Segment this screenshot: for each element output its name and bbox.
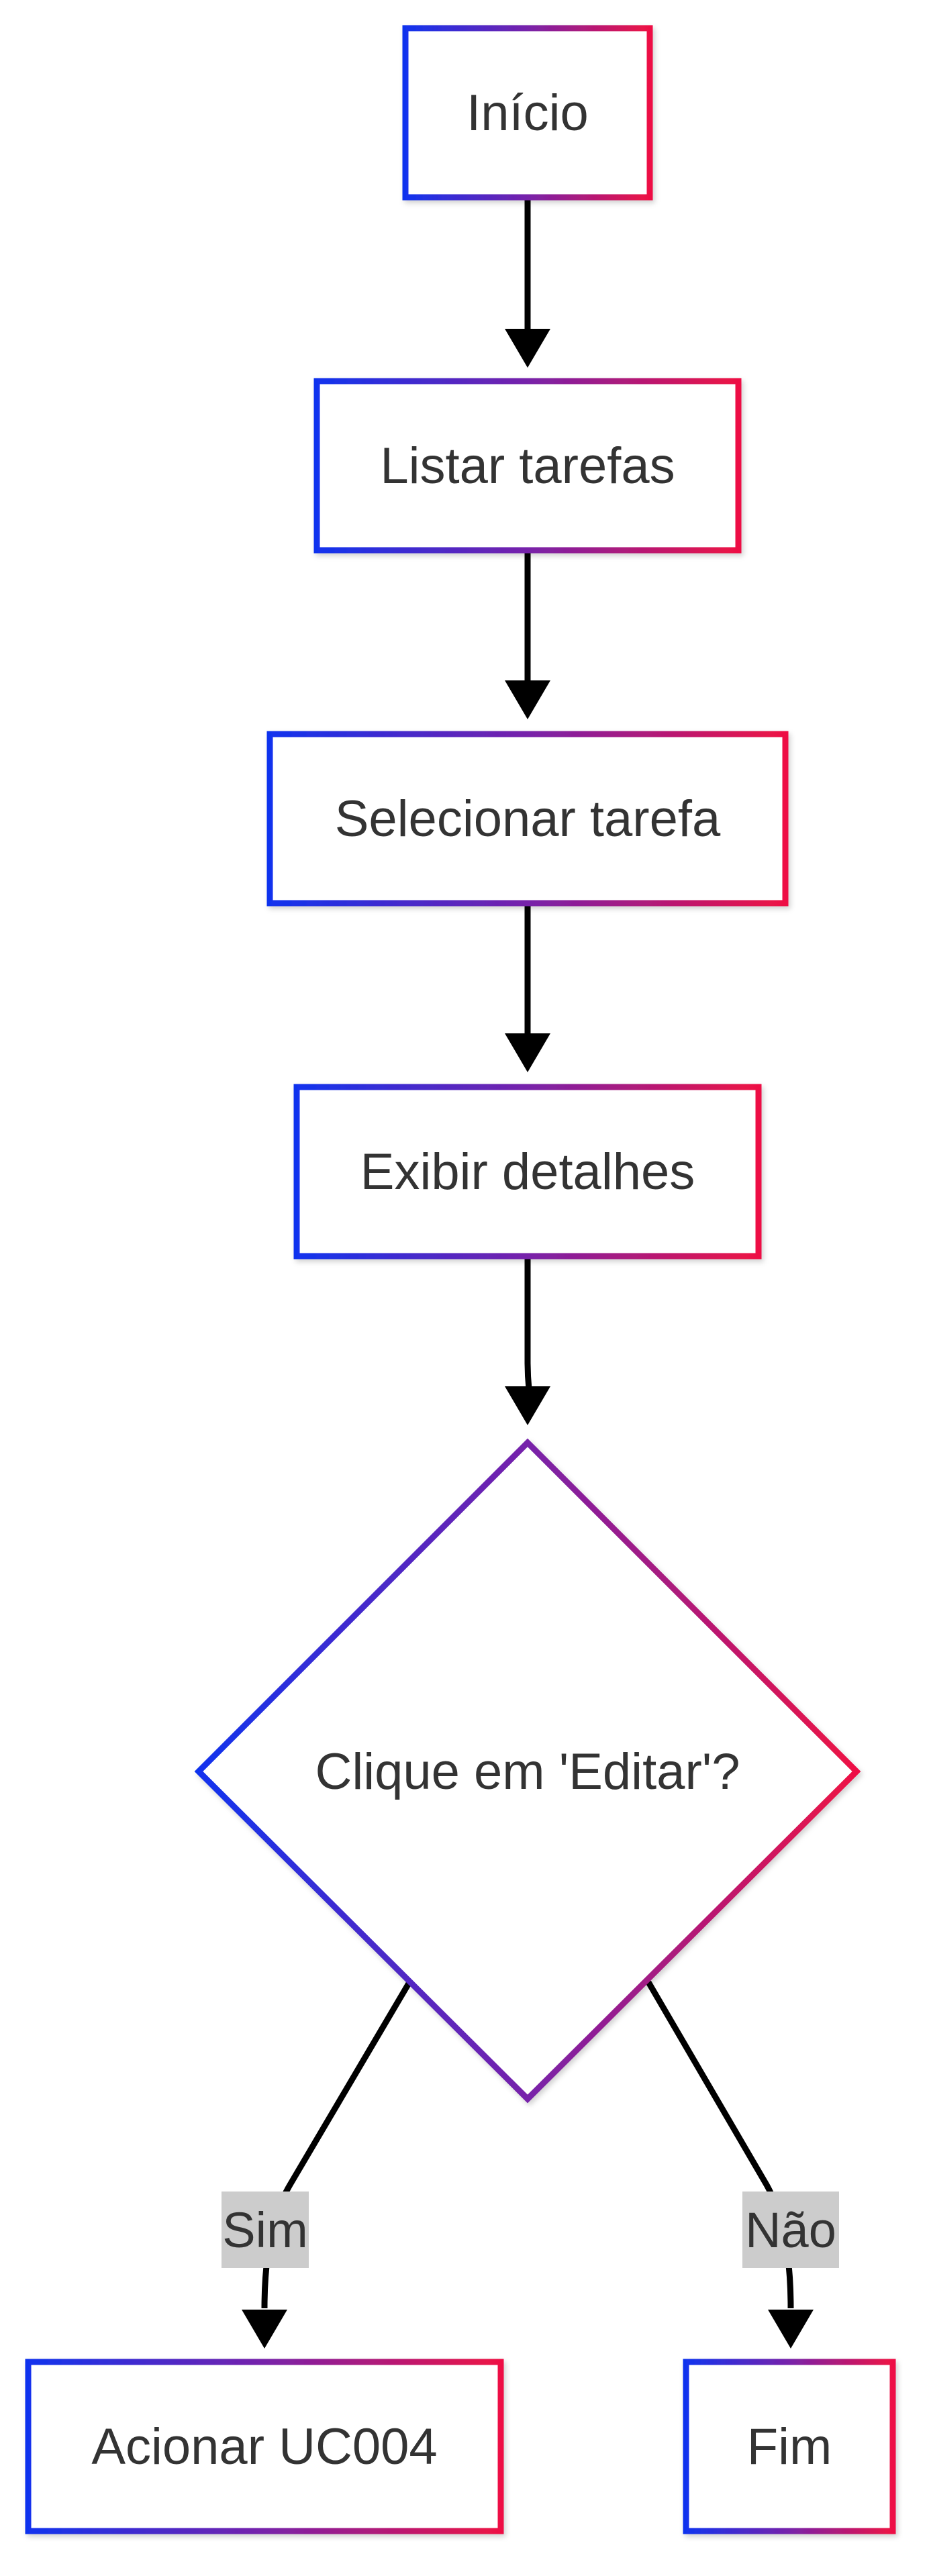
edge-exibir-decisao <box>505 1256 550 1425</box>
arrow-head <box>505 680 550 719</box>
edge-inicio-listar <box>505 197 550 368</box>
node-exibir-detalhes: Exibir detalhes <box>293 1084 762 1259</box>
node-listar-tarefas: Listar tarefas <box>313 378 742 554</box>
edge-decisao-acionar <box>242 1980 412 2349</box>
arrow-head <box>505 1386 550 1425</box>
arrow-head <box>505 1033 550 1072</box>
node-inicio-label: Início <box>467 85 589 142</box>
node-listar-tarefas-label: Listar tarefas <box>380 437 675 495</box>
node-decisao-editar-label: Clique em 'Editar'? <box>315 1743 740 1800</box>
node-selecionar-tarefa: Selecionar tarefa <box>266 731 789 907</box>
edge-listar-selecionar <box>505 550 550 719</box>
node-fim: Fim <box>683 2359 896 2534</box>
edge-label-sim-text: Sim <box>222 2202 307 2258</box>
node-inicio: Início <box>402 25 653 201</box>
node-decisao-editar: Clique em 'Editar'? <box>194 1438 861 2104</box>
node-acionar-uc004: Acionar UC004 <box>25 2359 504 2534</box>
edge-labels-layer: Sim Não <box>222 2192 839 2268</box>
edge-decisao-fim <box>646 1980 814 2349</box>
arrow-head <box>768 2310 814 2349</box>
arrow-head <box>505 329 550 368</box>
edge-label-nao-text: Não <box>745 2202 836 2258</box>
arrow-head <box>242 2310 287 2349</box>
edge-selecionar-exibir <box>505 903 550 1072</box>
node-acionar-uc004-label: Acionar UC004 <box>91 2418 437 2475</box>
node-selecionar-tarefa-label: Selecionar tarefa <box>335 790 721 847</box>
edge-label-nao: Não <box>742 2192 839 2268</box>
node-exibir-detalhes-label: Exibir detalhes <box>360 1143 695 1200</box>
edge-label-sim: Sim <box>222 2192 309 2268</box>
node-fim-label: Fim <box>747 2418 832 2475</box>
nodes-layer: Início Listar tarefas Selecionar tarefa … <box>25 25 896 2534</box>
